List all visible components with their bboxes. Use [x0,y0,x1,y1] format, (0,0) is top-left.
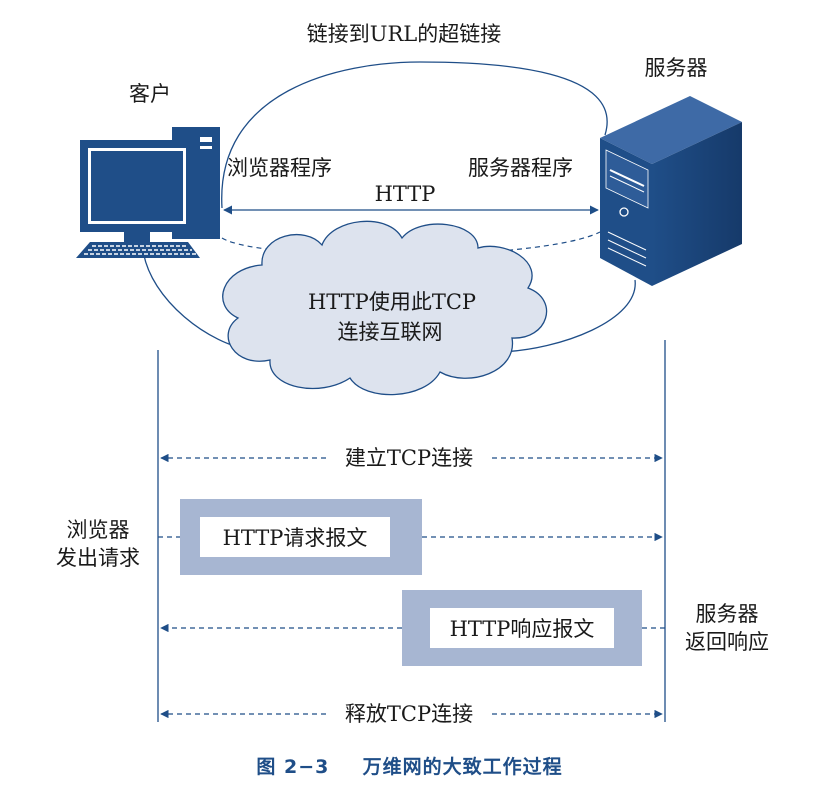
computer-icon [76,127,220,258]
request-box: HTTP请求报文 [180,499,422,575]
server-side-line2: 返回响应 [685,630,769,655]
figure-title: 万维网的大致工作过程 [362,756,563,778]
figure-number: 图 2−3 [256,756,330,778]
cloud-text-line1: HTTP使用此TCP [307,290,477,314]
browser-side-line2: 发出请求 [56,546,140,571]
http-label: HTTP [374,182,436,206]
server-icon [600,96,742,286]
hyperlink-arc [221,61,608,209]
cloud-icon [222,220,548,396]
response-box: HTTP响应报文 [402,590,642,666]
server-side-line1: 服务器 [695,602,759,626]
browser-program-label: 浏览器程序 [227,156,332,180]
server-program-label: 服务器程序 [468,156,573,180]
browser-side-line1: 浏览器 [66,518,130,542]
release-tcp-label: 释放TCP连接 [344,702,474,726]
cloud-text-line2: 连接互联网 [337,320,443,344]
response-box-label: HTTP响应报文 [430,608,614,648]
establish-tcp-label: 建立TCP连接 [344,446,474,470]
hyperlink-label: 链接到URL的超链接 [306,22,502,46]
request-box-label: HTTP请求报文 [200,517,390,557]
client-label: 客户 [129,82,171,106]
server-side-label: 服务器 返回响应 [672,600,782,657]
lower-loop-right [499,279,636,353]
browser-side-label: 浏览器 发出请求 [50,516,146,573]
server-label: 服务器 [644,56,708,80]
figure-caption: 图 2−3 万维网的大致工作过程 [0,752,819,779]
